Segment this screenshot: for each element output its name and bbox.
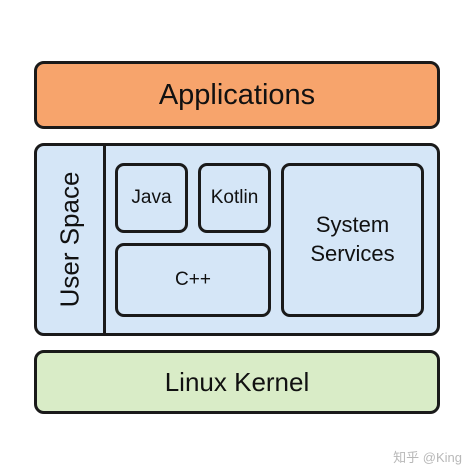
java-box: Java bbox=[115, 163, 188, 233]
linux-kernel-layer: Linux Kernel bbox=[34, 350, 440, 414]
watermark: 知乎 @King bbox=[393, 450, 462, 465]
kotlin-label: Kotlin bbox=[210, 187, 259, 208]
applications-label: Applications bbox=[158, 78, 316, 111]
linux-kernel-label: Linux Kernel bbox=[164, 366, 310, 397]
system-services-label: System Services bbox=[310, 211, 394, 268]
cpp-box: C++ bbox=[115, 243, 271, 317]
user-space-divider bbox=[103, 146, 106, 333]
cpp-label: C++ bbox=[175, 269, 211, 290]
user-space-label-area: User Space bbox=[37, 146, 103, 333]
system-services-label-line1: System bbox=[315, 212, 390, 238]
system-services-label-line2: Services bbox=[310, 241, 395, 266]
user-space-label: User Space bbox=[54, 171, 85, 308]
system-services-box: System Services bbox=[281, 163, 424, 317]
java-label: Java bbox=[131, 187, 172, 208]
applications-layer: Applications bbox=[34, 61, 440, 129]
kotlin-box: Kotlin bbox=[198, 163, 271, 233]
